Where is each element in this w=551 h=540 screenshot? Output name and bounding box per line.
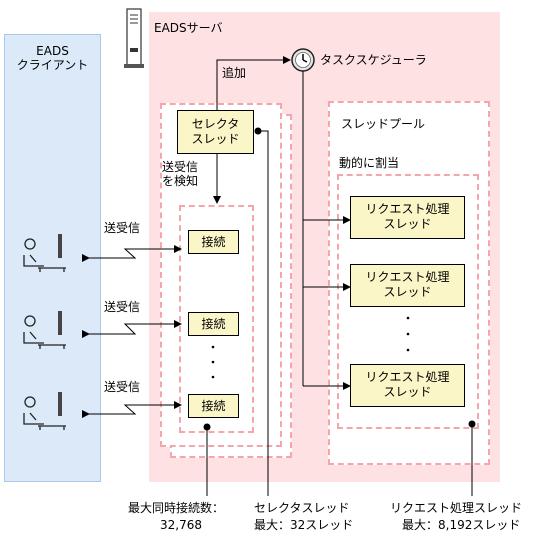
clock-icon [291, 48, 315, 72]
selector-line2: スレッド [191, 132, 240, 146]
connection-box: 接続 [188, 394, 239, 418]
request-thread-line2: スレッド [383, 217, 432, 231]
user-icon [23, 311, 66, 349]
request-thread-line1: リクエスト処理 [365, 370, 450, 384]
note-workers-line2: 最大：8,192スレッド [402, 518, 521, 532]
note-connections-line2: 32,768 [160, 518, 202, 532]
connection-box: 接続 [188, 312, 239, 336]
request-thread-box: リクエスト処理 スレッド [350, 364, 465, 407]
request-thread-box: リクエスト処理 スレッド [350, 196, 465, 239]
note-workers-line1: リクエスト処理スレッド [390, 501, 523, 515]
comm-link-2 [82, 320, 182, 338]
client-title: EADS クライアント [4, 44, 101, 72]
comm-label: 送受信 [104, 380, 141, 394]
server-icon [124, 8, 144, 68]
request-thread-box: リクエスト処理 スレッド [350, 264, 465, 307]
add-label: 追加 [222, 66, 247, 80]
client-title-line1: EADS [36, 44, 69, 58]
note-selector-threads: セレクタスレッド 最大：32スレッド [254, 500, 353, 534]
comm-link-1 [82, 245, 182, 262]
note-max-connections: 最大同時接続数： 32,768 [128, 500, 224, 534]
request-thread-line1: リクエスト処理 [365, 202, 450, 216]
detect-line2: を検知 [162, 174, 199, 188]
note-selector-line1: セレクタスレッド [254, 501, 350, 515]
request-thread-line2: スレッド [383, 385, 432, 399]
note-selector-line2: 最大：32スレッド [254, 518, 354, 532]
annotation-leaders [203, 127, 476, 496]
user-icon [23, 392, 66, 430]
user-icon [23, 234, 66, 272]
request-thread-line1: リクエスト処理 [365, 270, 450, 284]
comm-label: 送受信 [104, 221, 141, 235]
comm-link-3 [82, 401, 182, 418]
comm-label: 送受信 [104, 300, 141, 314]
selector-line1: セレクタ [191, 117, 240, 131]
server-title: EADSサーバ [154, 21, 223, 35]
note-connections-line1: 最大同時接続数： [128, 501, 225, 515]
note-request-threads: リクエスト処理スレッド 最大：8,192スレッド [390, 500, 522, 534]
client-title-line2: クライアント [16, 58, 89, 72]
thread-pool-title: スレッドプール [341, 117, 426, 131]
request-thread-line2: スレッド [383, 285, 432, 299]
connection-box: 接続 [188, 230, 239, 254]
selector-thread-box: セレクタ スレッド [177, 110, 254, 154]
scheduler-label: タスクスケジューラ [320, 53, 427, 67]
detect-label: 送受信 を検知 [162, 160, 198, 188]
assign-label: 動的に割当 [339, 156, 400, 170]
detect-line1: 送受信 [162, 160, 199, 174]
